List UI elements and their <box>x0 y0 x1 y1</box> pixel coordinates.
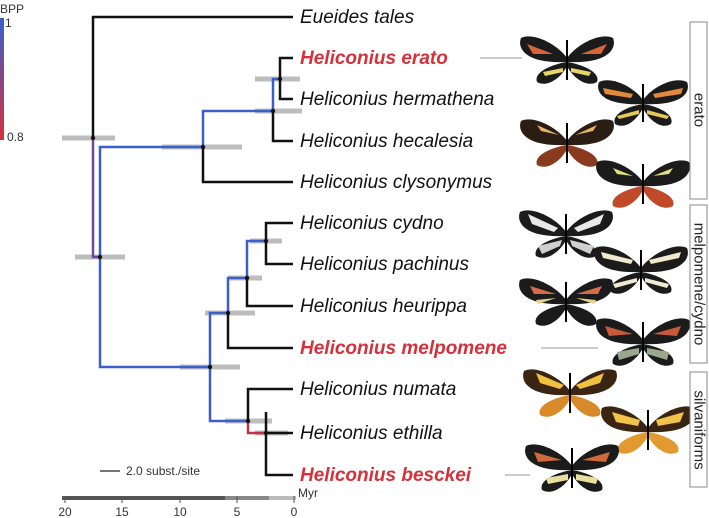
node-melp-heur <box>244 275 250 281</box>
time-tick-label-15: 15 <box>115 505 129 518</box>
butterfly-icon-pachinus <box>594 246 688 294</box>
butterfly-icon-hecalesia <box>520 119 614 167</box>
branch-cydno-pach-stem <box>245 239 266 278</box>
taxon-label-heliconius-pachinus: Heliconius pachinus <box>300 254 469 275</box>
butterfly-icon-heurippa <box>519 278 613 326</box>
branch-hermathena <box>278 79 293 101</box>
clade-label-melpomene-cydno: melpomene/cydno <box>691 223 708 346</box>
branch-erato-subclade <box>201 109 273 147</box>
butterfly-icon-clysonymus <box>596 160 690 208</box>
branch-pachinus <box>264 241 293 266</box>
node-cydno-pach <box>263 238 269 244</box>
branch-melp-heur-stem <box>226 276 247 313</box>
butterfly-icon-melpomene <box>596 318 690 366</box>
bpp-legend-min-label: 0.8 <box>7 130 24 144</box>
time-tick-label-5: 5 <box>234 505 241 518</box>
time-tick-label-20: 20 <box>58 505 72 518</box>
node-melp-clade <box>225 310 231 316</box>
node-silv-clade <box>245 418 251 424</box>
clade-labels: erato melpomene/cydno silvaniforms <box>689 21 708 488</box>
taxon-label-heliconius-cydno: Heliconius cydno <box>300 213 444 234</box>
tree-branches <box>42 15 293 477</box>
branch-besckei <box>264 433 293 477</box>
branch-melp-clade-stem <box>208 311 228 367</box>
bpp-color-bar <box>0 18 4 140</box>
branch-melp-silv-stem <box>98 257 210 369</box>
branch-cydno <box>264 221 293 241</box>
branch-silv-eth-stem <box>246 421 266 435</box>
node-erato-sub <box>270 108 276 114</box>
butterfly-icon-ethilla <box>601 406 695 454</box>
butterfly-icon-cydno <box>519 210 613 258</box>
butterfly-icon-besckei <box>525 444 619 492</box>
subst-scale-label: 2.0 subst./site <box>126 464 200 478</box>
clade-box-melpomene-cydno <box>689 204 708 364</box>
node-silv-eth <box>263 430 269 436</box>
time-axis-unit: Myr <box>298 486 318 500</box>
branch-erato-stem <box>98 145 203 257</box>
branch-heurippa <box>245 278 293 308</box>
time-axis: Myr 20 15 10 5 0 <box>58 486 318 518</box>
clade-label-silvaniforms: silvaniforms <box>691 390 708 469</box>
taxon-label-eueides-tales: Eueides tales <box>300 7 415 28</box>
time-tick-label-10: 10 <box>173 505 187 518</box>
node-heliconius <box>97 254 103 260</box>
clade-box-erato <box>689 21 708 200</box>
taxon-label-heliconius-hermathena: Heliconius hermathena <box>300 89 494 110</box>
branch-erato <box>278 56 293 79</box>
node-markers <box>90 76 283 436</box>
taxon-label-heliconius-clysonymus: Heliconius clysonymus <box>300 172 493 193</box>
taxon-label-heliconius-heurippa: Heliconius heurippa <box>300 296 467 317</box>
bpp-legend-max-label: 1 <box>5 16 12 30</box>
butterfly-icon-erato <box>520 36 614 84</box>
taxon-labels: Eueides tales Heliconius erato Heliconiu… <box>300 7 507 486</box>
taxon-label-heliconius-ethilla: Heliconius ethilla <box>300 423 443 444</box>
node-erato-clade <box>200 144 206 150</box>
butterfly-icon-hermathena <box>598 80 688 126</box>
branch-numata <box>246 387 293 421</box>
branch-clysonymus <box>201 147 293 184</box>
branch-hecalesia <box>271 111 293 143</box>
branch-to-heliconius <box>91 138 100 259</box>
taxon-label-heliconius-hecalesia: Heliconius hecalesia <box>300 131 473 152</box>
clade-label-erato: erato <box>691 93 708 127</box>
bpp-legend: BPP 1 0.8 <box>0 2 24 144</box>
branch-erato-herm-stem <box>271 77 280 111</box>
taxon-label-heliconius-besckei: Heliconius besckei <box>300 465 472 486</box>
taxon-label-heliconius-melpomene: Heliconius melpomene <box>300 338 507 359</box>
leader-lines <box>480 57 598 476</box>
bpp-legend-title: BPP <box>0 2 24 16</box>
butterfly-icon-numata <box>523 369 617 417</box>
branch-eueides-tales <box>91 15 293 138</box>
node-root <box>90 135 96 141</box>
node-erato-herm <box>277 76 283 82</box>
branch-melpomene <box>226 313 293 350</box>
subst-scale-bar: 2.0 subst./site <box>100 464 200 478</box>
time-tick-label-0: 0 <box>291 505 298 518</box>
taxon-label-heliconius-numata: Heliconius numata <box>300 379 456 400</box>
branch-silv-clade-stem <box>208 367 248 423</box>
butterfly-images <box>519 36 695 492</box>
taxon-label-heliconius-erato: Heliconius erato <box>300 48 448 69</box>
node-melp-silv <box>207 364 213 370</box>
clade-box-silvaniforms <box>689 371 708 488</box>
